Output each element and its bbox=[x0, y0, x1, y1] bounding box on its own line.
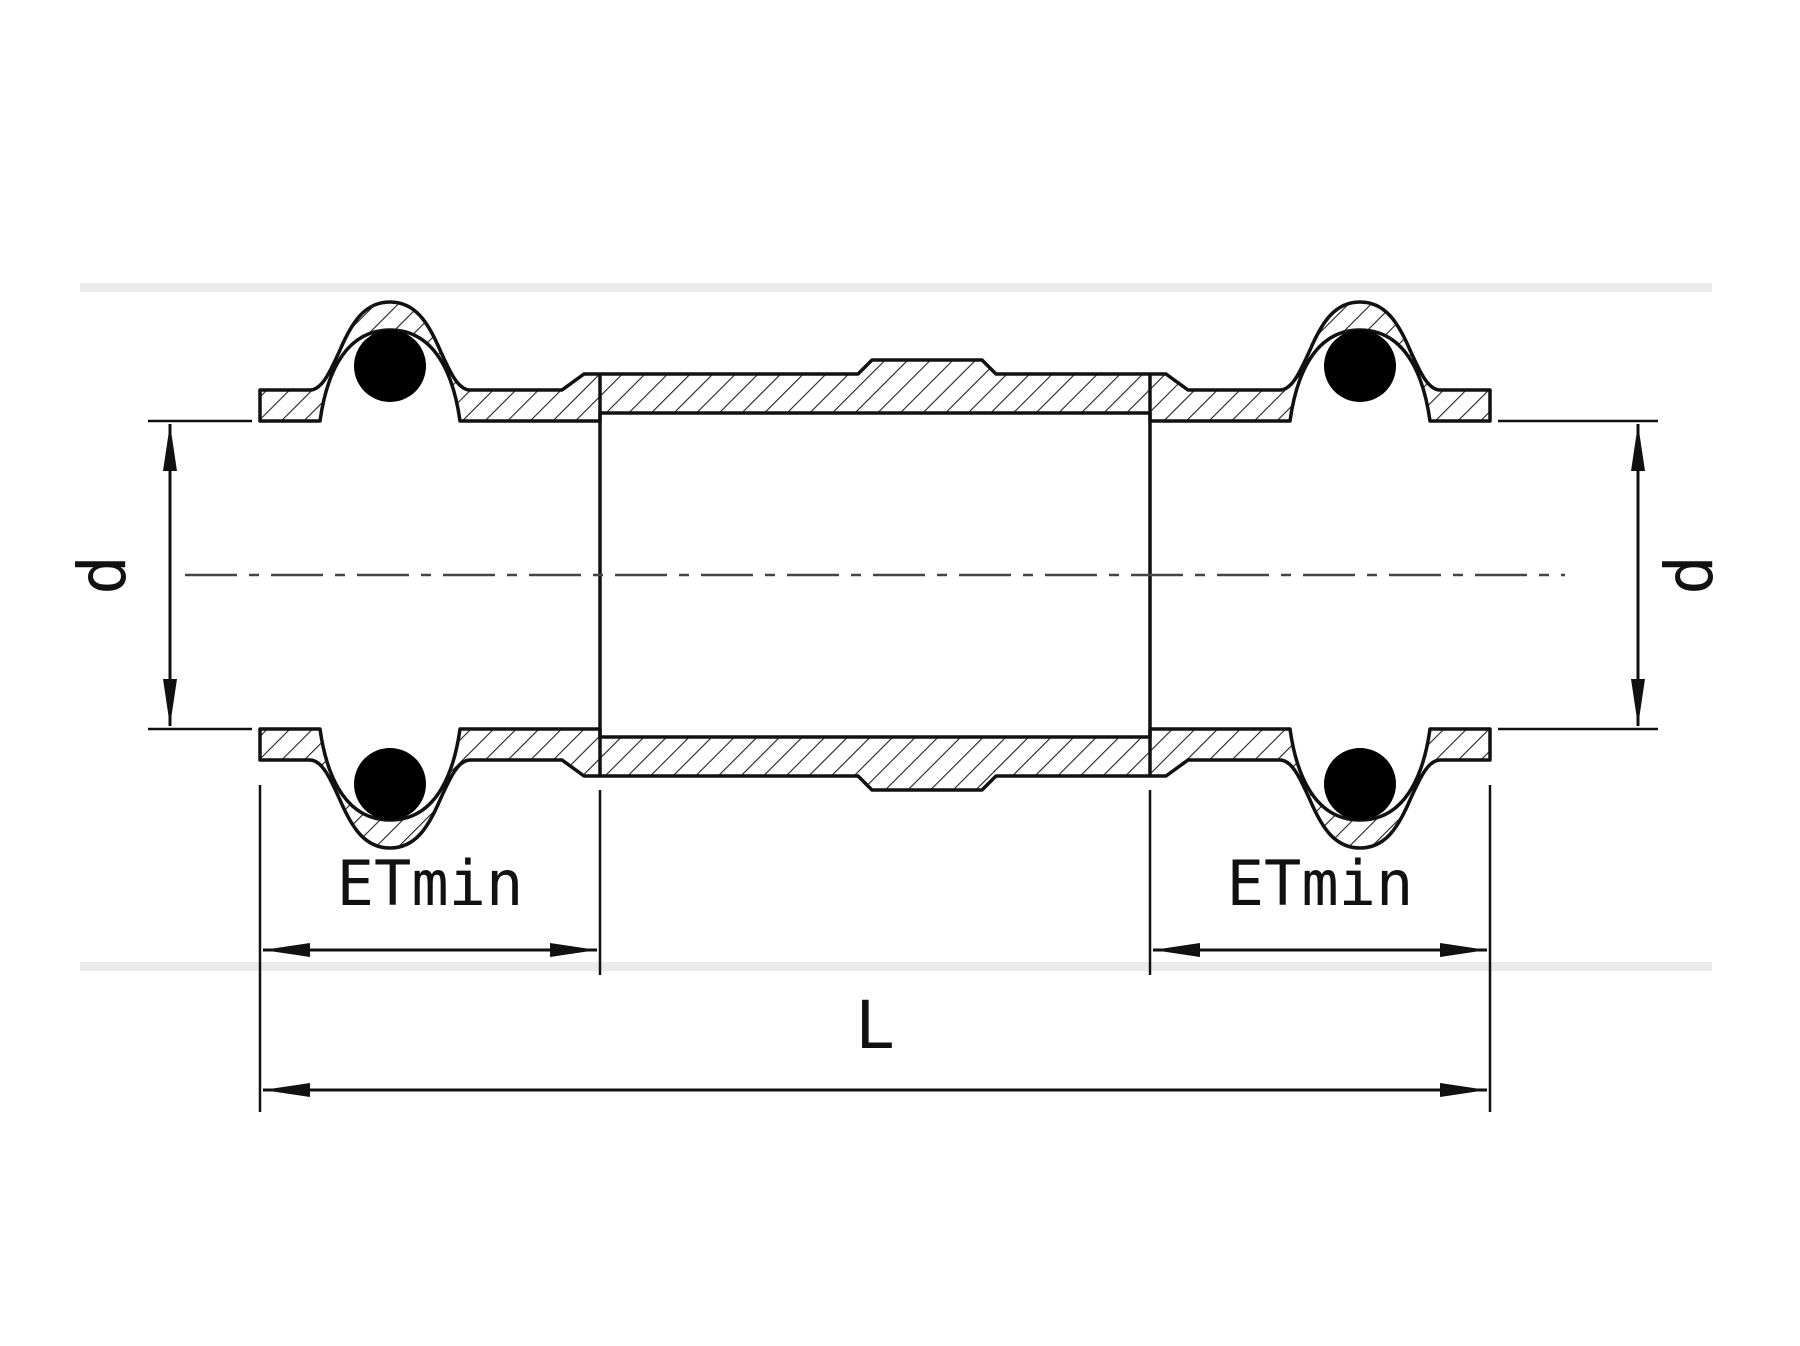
dimension-etmin-right: ETmin bbox=[1148, 785, 1492, 1112]
o-ring-bottom-left bbox=[354, 748, 426, 820]
dimension-label-d-left: d bbox=[64, 555, 141, 595]
dimension-label-d-right: d bbox=[1651, 555, 1728, 595]
fitting-top-wall-section bbox=[258, 300, 1492, 423]
dimensions: d d ETmin ETmin bbox=[64, 419, 1728, 1112]
dimension-length: L bbox=[263, 987, 1487, 1097]
dimension-etmin-left: ETmin bbox=[258, 785, 602, 1112]
o-ring-bottom-right bbox=[1324, 748, 1396, 820]
dimension-d-right: d bbox=[1498, 419, 1728, 731]
fitting-body bbox=[185, 300, 1565, 850]
dimension-d-left: d bbox=[64, 419, 252, 731]
dimension-label-etmin-right: ETmin bbox=[1227, 847, 1414, 920]
fitting-bottom-wall-section bbox=[258, 727, 1492, 850]
dimension-label-length: L bbox=[855, 987, 895, 1064]
o-ring-top-right bbox=[1324, 330, 1396, 402]
artifact-band-top bbox=[80, 283, 1712, 292]
o-ring-top-left bbox=[354, 330, 426, 402]
artifact-band-bottom bbox=[80, 962, 1712, 971]
dimension-label-etmin-left: ETmin bbox=[337, 847, 524, 920]
